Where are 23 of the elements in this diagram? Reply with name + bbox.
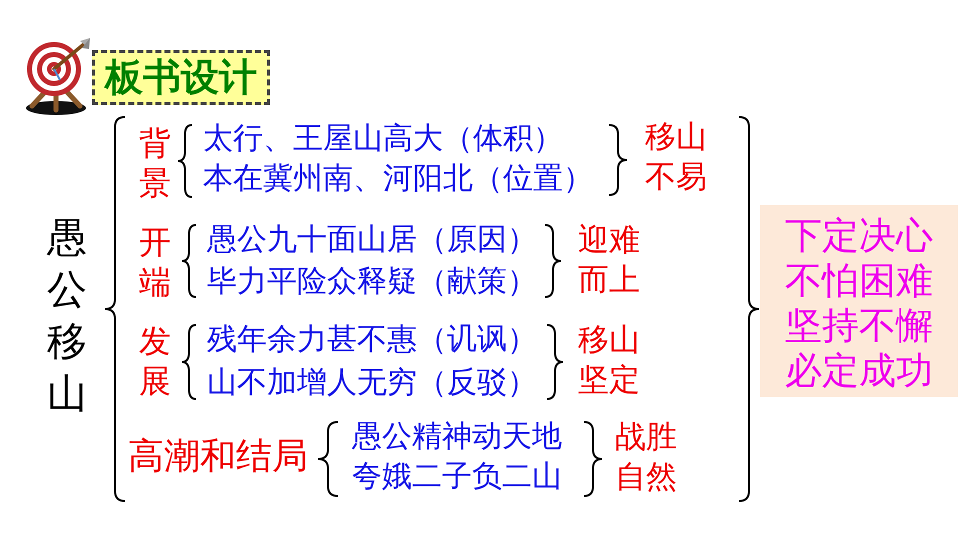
title-banner: 板书设计 (92, 50, 270, 105)
content-line: 毕力平险众释疑（献策） (207, 263, 537, 301)
section-heading: 高潮和结局 (128, 436, 308, 478)
content-line: 山不加增人无穷（反驳） (207, 364, 537, 402)
section-heading: 背景 (139, 123, 172, 203)
motto-line: 不怕困难 (784, 258, 934, 303)
content-line: 愚公精神动天地 (352, 418, 562, 456)
topic-title: 愚公移山 (46, 214, 88, 419)
section-heading: 发展 (139, 321, 172, 401)
section-heading: 开端 (139, 222, 172, 302)
summary-text: 移山不易 (645, 118, 708, 197)
motto-line: 坚持不懈 (784, 303, 934, 348)
summary-text: 战胜自然 (615, 418, 678, 497)
motto-line: 必定成功 (784, 348, 934, 393)
summary-text: 迎难而上 (578, 221, 641, 300)
content-line: 残年余力甚不惠（讥讽） (207, 321, 537, 359)
content-line: 夸娥二子负二山 (352, 458, 562, 496)
summary-text: 移山坚定 (578, 321, 641, 400)
motto-line: 下定决心 (784, 213, 934, 258)
content-line: 太行、王屋山高大（体积） (203, 120, 563, 158)
highlight-box (760, 205, 958, 397)
content-line: 本在冀州南、河阳北（位置） (203, 160, 593, 198)
content-line: 愚公九十面山居（原因） (207, 221, 537, 259)
